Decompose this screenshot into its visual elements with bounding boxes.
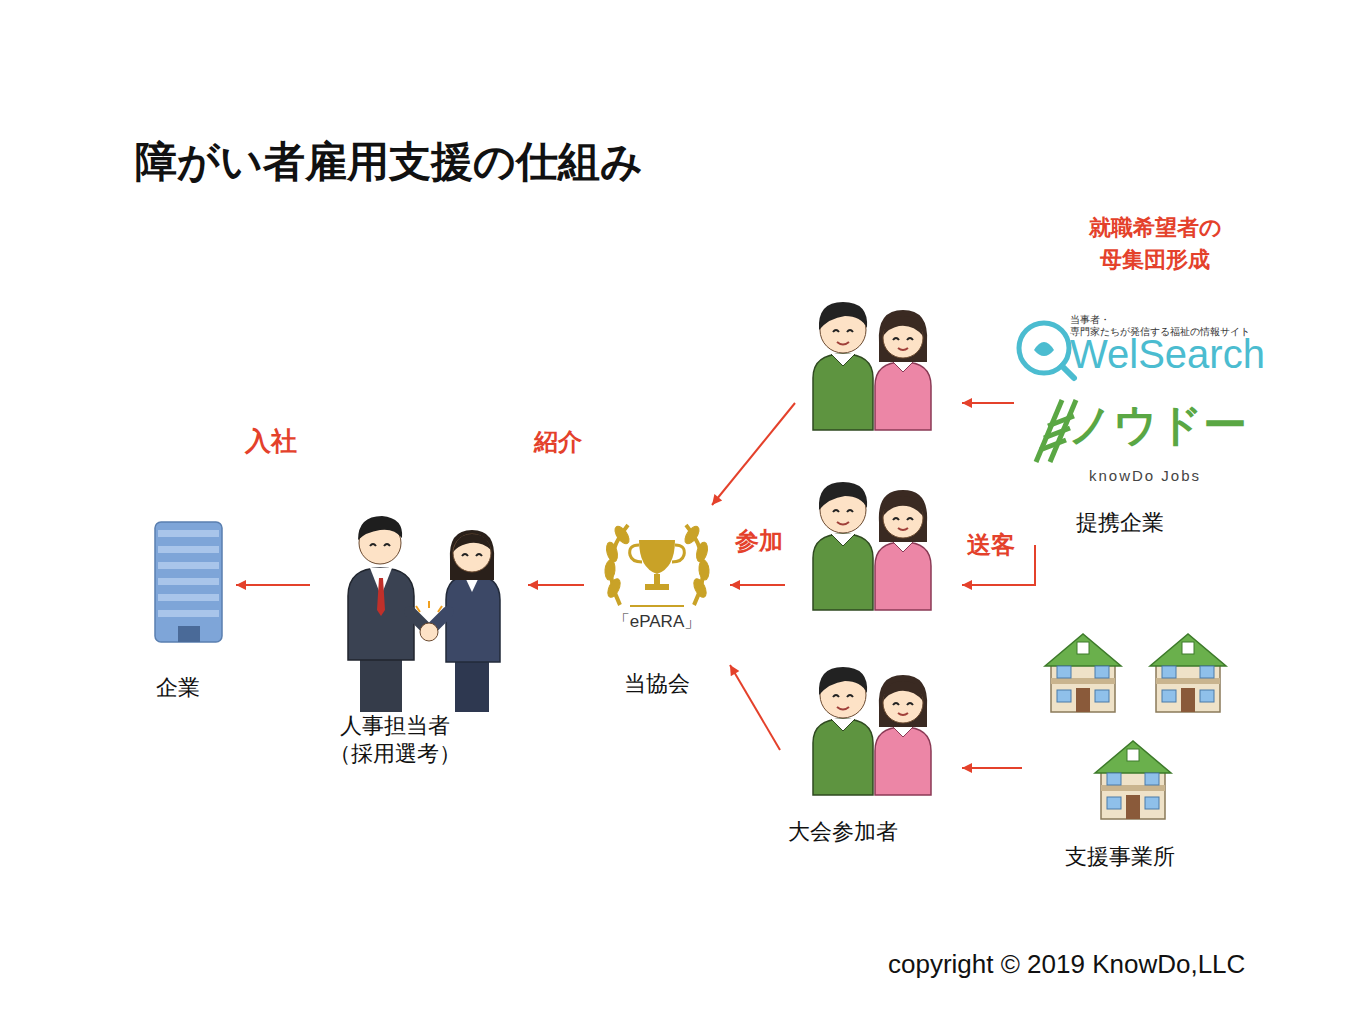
illustration-part: [155, 522, 222, 642]
laurel-leaf: [604, 560, 616, 581]
node-heading: ノウドー: [1068, 397, 1256, 452]
participants-node: 大会参加者: [780, 652, 962, 852]
association-node: 「ePARA」当協会: [584, 505, 730, 705]
building-stripes: [158, 530, 219, 617]
handshake-figure: [348, 516, 500, 712]
building-stripe: [158, 610, 219, 617]
flow-arrow: [712, 403, 795, 505]
laurel-leaf: [691, 577, 709, 599]
illustration-part: [813, 667, 931, 795]
illustration-part: [813, 302, 931, 430]
node-label: 当協会: [600, 670, 714, 698]
illustration-part: [813, 482, 931, 610]
edge-label: 紹介: [532, 427, 584, 457]
title: 障がい者雇用支援の仕組み: [135, 136, 755, 189]
flow-arrow: [236, 584, 310, 586]
illustration-part: [630, 605, 684, 607]
illustration-part: [672, 545, 684, 562]
node-label: 人事担当者 （採用選考）: [320, 712, 470, 767]
laurel-leaf: [698, 560, 710, 581]
illustration-part: [1034, 342, 1054, 356]
illustration-part: [1045, 634, 1121, 712]
section-note: 就職希望者の 母集団形成: [1070, 212, 1240, 276]
node-heading: 「ePARA」: [595, 611, 719, 632]
partner-logo: ノウドー knowDo Jobs: [1030, 392, 1260, 488]
partner-group: 当事者・専門家たちが発信する福祉の情報サイトWelSearch ノウドー knowD…: [1014, 305, 1290, 545]
participants-node: [795, 288, 962, 430]
illustration-part: [450, 530, 494, 580]
node-label: 支援事業所: [1050, 843, 1190, 871]
edge-label: 送客: [965, 530, 1017, 560]
illustration-part: [462, 554, 482, 556]
building-stripe: [158, 530, 219, 537]
copyright-note: copyright © 2019 KnowDo,LLC: [888, 946, 1328, 984]
flow-arrow: [528, 584, 584, 586]
node-label: WelSearch: [1070, 329, 1284, 379]
illustration-part: [654, 574, 660, 584]
laurel-leaf: [612, 524, 632, 546]
building-figure: [155, 522, 222, 642]
laurel-leaf: [682, 524, 702, 546]
flow-arrow: [962, 402, 1014, 404]
epara-logo: [604, 524, 710, 606]
laurel-leaf: [605, 577, 623, 599]
illustration-part: [639, 540, 675, 574]
node-label: 提携企業: [1060, 509, 1180, 537]
flow-arrow: [730, 584, 785, 586]
node-label: knowDo Jobs: [1070, 467, 1220, 486]
illustration-part: [178, 626, 200, 642]
illustration-part: [370, 544, 390, 546]
illustration-part: [630, 545, 642, 562]
node-label: 大会参加者: [785, 818, 900, 846]
node-label: 企業: [128, 674, 228, 702]
illustration-part: [446, 575, 500, 662]
company-node: 企業: [120, 515, 236, 715]
illustration-part: [377, 578, 385, 616]
laurel-leaves: [604, 524, 710, 599]
illustration-part: [348, 568, 414, 660]
laurel-leaf: [695, 541, 710, 563]
illustration-part: [645, 584, 669, 590]
building-stripe: [158, 562, 219, 569]
edge-label: 参加: [733, 526, 785, 556]
illustration-part: [1095, 741, 1171, 819]
hr-node: 人事担当者 （採用選考）: [310, 515, 528, 780]
building-stripe: [158, 578, 219, 585]
illustration-part: [358, 516, 402, 540]
illustration-part: [416, 601, 442, 612]
building-stripe: [158, 546, 219, 553]
flow-arrow: [730, 665, 780, 750]
flow-arrow: [962, 767, 1022, 769]
illustration-part: [1150, 634, 1226, 712]
illustration-part: [453, 534, 491, 552]
support-office-node: 支援事業所: [1022, 620, 1252, 878]
edge-label: 入社: [243, 425, 299, 458]
participants-node: [785, 470, 962, 614]
partner-logo: 当事者・専門家たちが発信する福祉の情報サイトWelSearch: [1014, 312, 1286, 388]
illustration-part: [420, 623, 438, 641]
welsearch-icon: [1019, 323, 1074, 378]
illustration-part: [453, 534, 491, 572]
laurel-leaf: [605, 541, 620, 563]
building-stripe: [158, 594, 219, 601]
